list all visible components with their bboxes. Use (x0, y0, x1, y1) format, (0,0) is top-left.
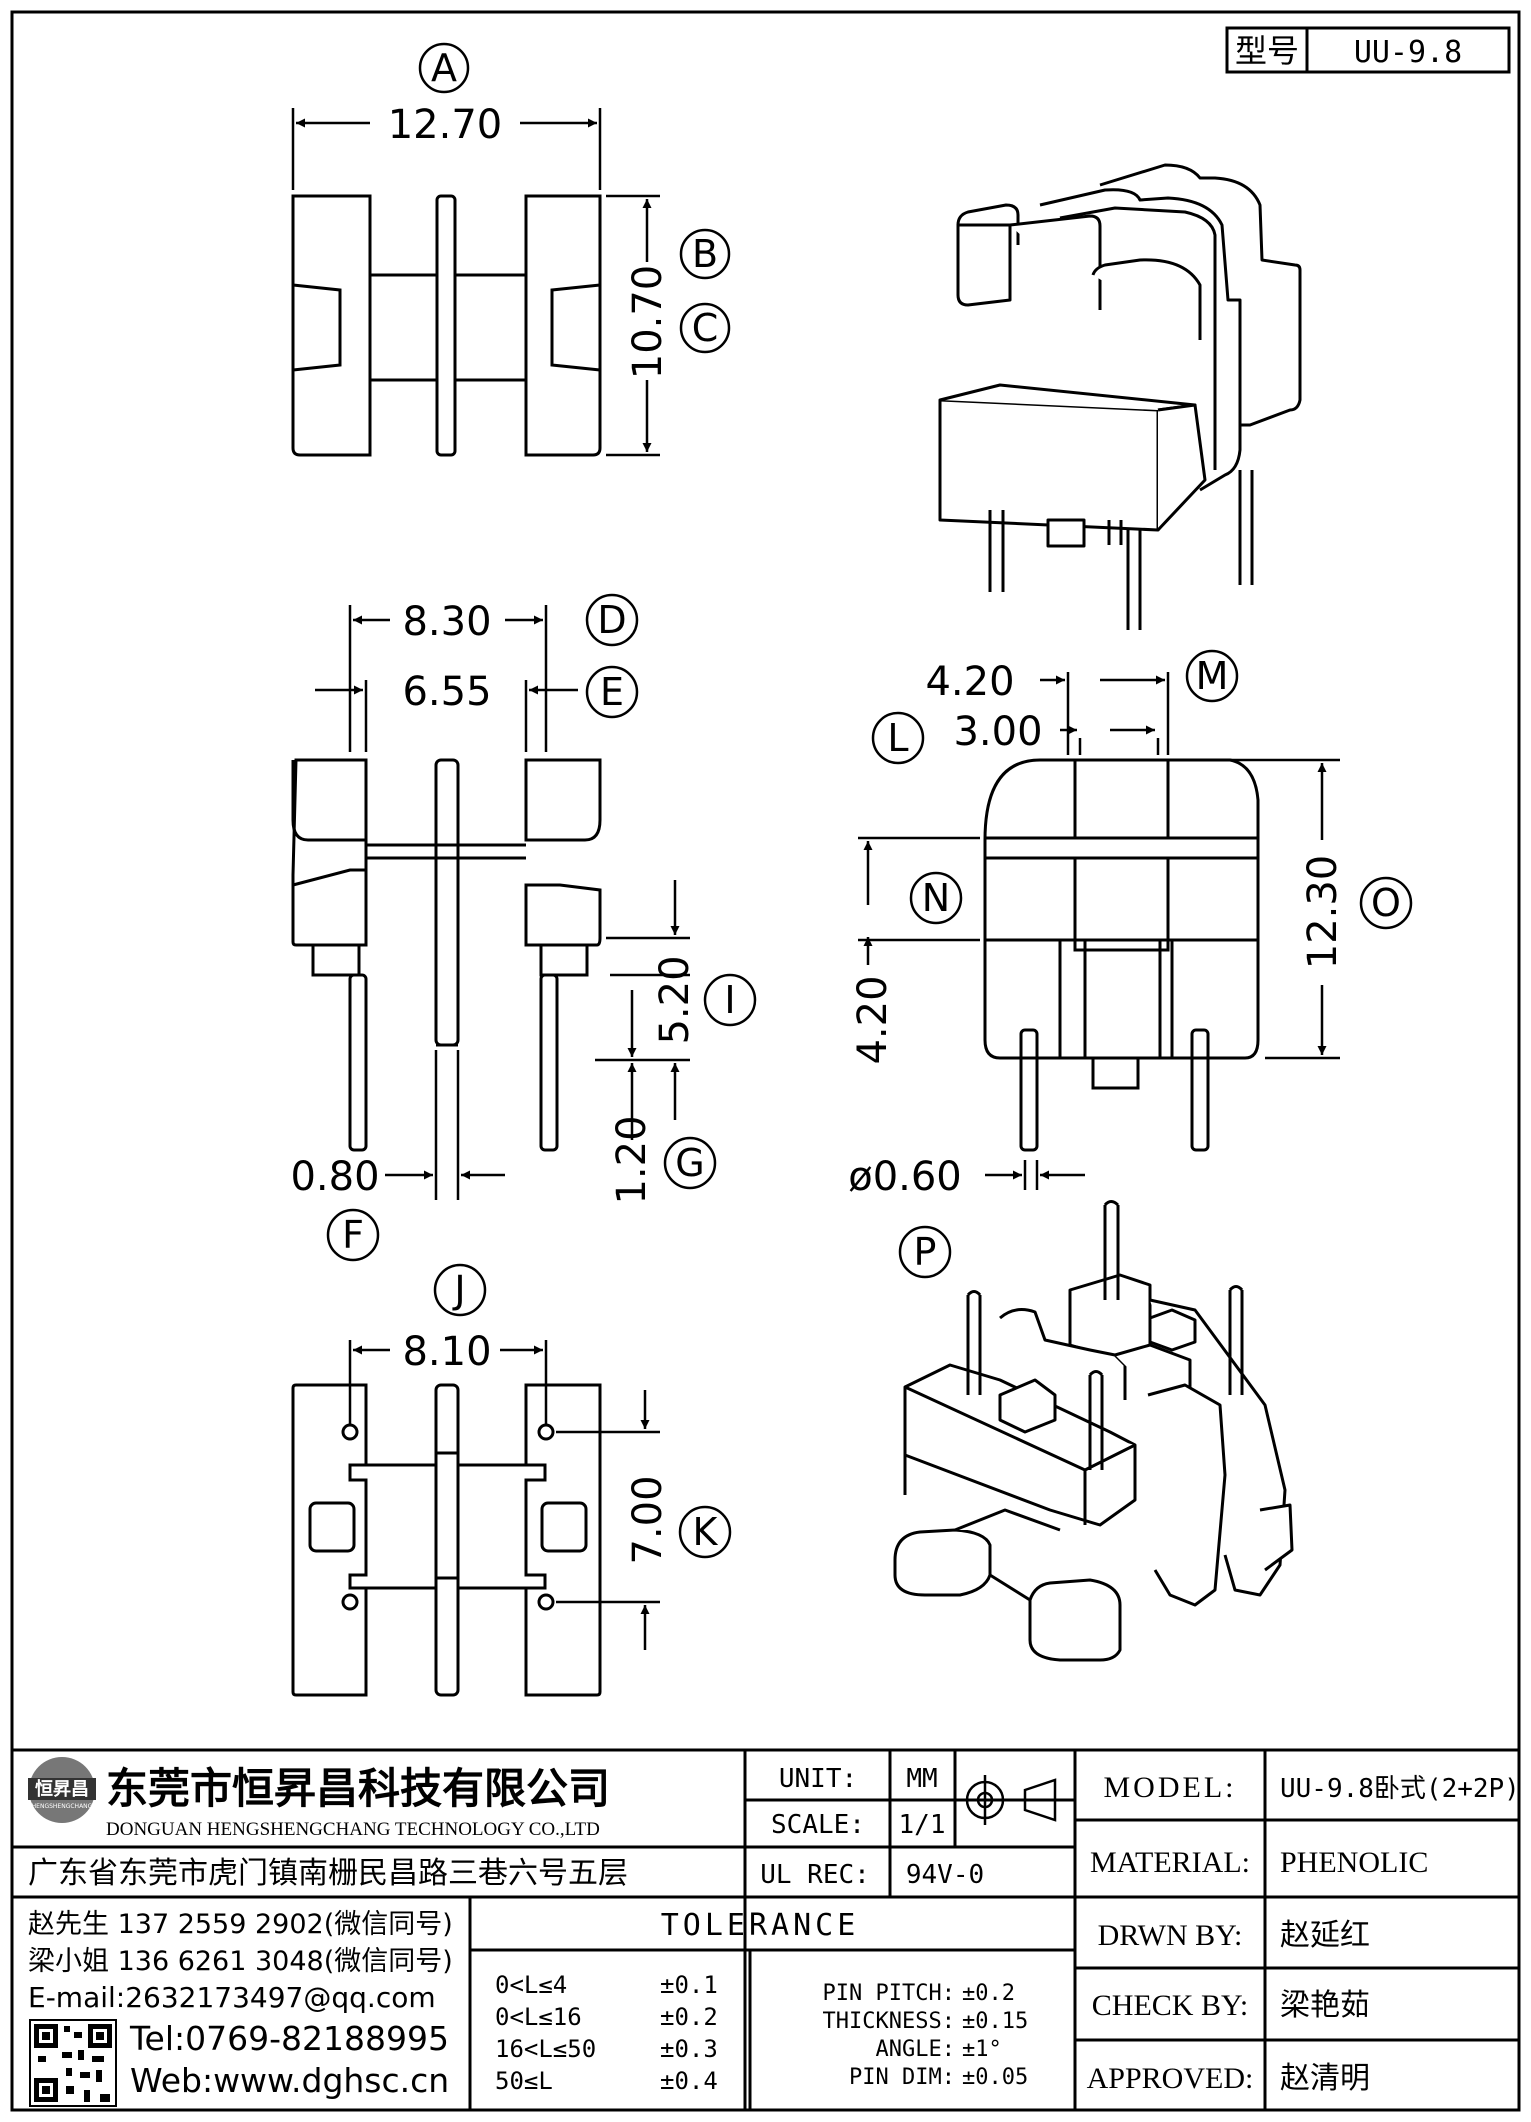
dim-A-value: 12.70 (388, 102, 503, 148)
tb-drawn-value: 赵延红 (1280, 1918, 1370, 1953)
dim-A-letter: A (431, 46, 457, 90)
extra-tol: ±0.2 (962, 1981, 1015, 2006)
tb-check-value: 梁艳茹 (1280, 1988, 1370, 2023)
extra-label: THICKNESS: (823, 2009, 955, 2034)
iso-view-top (938, 163, 1302, 630)
company-email: E-mail:2632173497@qq.com (28, 1981, 436, 2014)
extra-tol: ±0.05 (962, 2065, 1028, 2090)
dim-G-value: 1.20 (609, 1115, 655, 1204)
tb-approved-label: APPROVED: (1087, 2062, 1254, 2095)
dim-B-letter: B (692, 232, 718, 276)
dim-M-value: 4.20 (925, 659, 1014, 705)
tb-check-label: CHECK BY: (1092, 1989, 1248, 2022)
logo-text: 恒昇昌 (35, 1778, 89, 1800)
dim-BC (606, 194, 731, 457)
dim-K-value: 7.00 (625, 1475, 671, 1564)
dim-A (291, 42, 602, 190)
company-web: Web:www.dghsc.cn (130, 2061, 449, 2100)
dim-L-M (871, 649, 1239, 765)
dim-J-letter: J (452, 1268, 465, 1312)
ul-label: UL REC: (760, 1860, 870, 1890)
dim-P (898, 1160, 1085, 1279)
dim-D-value: 8.30 (402, 599, 491, 645)
dim-M-letter: M (1196, 654, 1229, 698)
dim-N-O (858, 758, 1413, 1060)
company-logo: 恒昇昌 HENGSHENGCHANG (28, 1757, 96, 1823)
bottom-view (291, 1383, 602, 1697)
model-header: 型号 UU-9.8 (1225, 26, 1511, 74)
tb-model-value: UU-9.8卧式(2+2P) (1280, 1774, 1520, 1804)
extra-label: ANGLE: (876, 2037, 955, 2062)
tol-value: ±0.2 (660, 2003, 718, 2031)
dim-F (326, 1050, 505, 1262)
unit-value: MM (906, 1764, 937, 1794)
tb-drawn-label: DRWN BY: (1098, 1919, 1243, 1952)
tolerance-extra: PIN PITCH: ±0.2 THICKNESS: ±0.15 ANGLE: … (823, 1981, 1029, 2090)
company-tel: Tel:0769-82188995 (129, 2019, 449, 2058)
tolerance-rows: 0<L≤4 ±0.1 0<L≤16 ±0.2 16<L≤50 ±0.3 50≤L… (495, 1971, 718, 2095)
dim-E-letter: E (600, 670, 624, 714)
tb-approved-value: 赵清明 (1280, 2061, 1370, 2096)
dim-D-letter: D (597, 598, 626, 642)
dim-L-letter: L (887, 716, 908, 760)
dim-P-letter: P (914, 1230, 937, 1274)
dim-K-letter: K (693, 1510, 719, 1554)
dim-C-letter: C (692, 306, 719, 350)
title-block-frame (12, 1748, 1519, 2110)
dim-L-value: 3.00 (953, 709, 1042, 755)
unit-label: UNIT: (779, 1764, 857, 1794)
scale-label: SCALE: (771, 1810, 865, 1840)
logo-sub: HENGSHENGCHANG (32, 1803, 93, 1810)
side-view (291, 758, 602, 1152)
tol-value: ±0.1 (660, 1971, 718, 1999)
dim-J-K (348, 1263, 732, 1650)
dim-N-letter: N (922, 876, 950, 920)
dim-G-letter: G (675, 1141, 704, 1185)
company-name-en: DONGUAN HENGSHENGCHANG TECHNOLOGY CO.,LT… (106, 1819, 600, 1840)
company-address: 广东省东莞市虎门镇南栅民昌路三巷六号五层 (28, 1856, 628, 1891)
qr-code (29, 2019, 117, 2107)
tb-material-value: PHENOLIC (1280, 1846, 1428, 1879)
iso-view-bottom (893, 1200, 1294, 1662)
top-view (291, 194, 602, 457)
projection-symbol-icon (960, 1775, 1065, 1825)
dim-F-letter: F (342, 1213, 364, 1257)
extra-tol: ±0.15 (962, 2009, 1028, 2034)
tb-material-label: MATERIAL: (1090, 1846, 1250, 1879)
tol-value: ±0.3 (660, 2035, 718, 2063)
extra-tol: ±1° (962, 2037, 1002, 2062)
tol-range: 50≤L (495, 2067, 553, 2095)
front-view (983, 758, 1260, 1152)
dim-G-I (595, 880, 757, 1190)
company-name-cn: 东莞市恒昇昌科技有限公司 (106, 1764, 610, 1813)
scale-value: 1/1 (899, 1810, 946, 1840)
dim-C-value: 10.70 (625, 265, 671, 380)
dim-P-value: ø0.60 (848, 1154, 962, 1200)
tol-range: 16<L≤50 (495, 2035, 596, 2063)
contact-2: 梁小姐 136 6261 3048(微信同号) (28, 1946, 453, 1977)
dim-J-value: 8.10 (402, 1329, 491, 1375)
dim-O-letter: O (1371, 881, 1401, 925)
dim-E-value: 6.55 (402, 669, 491, 715)
dim-F-value: 0.80 (290, 1154, 379, 1200)
contact-1: 赵先生 137 2559 2902(微信同号) (28, 1909, 453, 1940)
extra-label: PIN PITCH: (823, 1981, 955, 2006)
sheet-border (10, 10, 1521, 2112)
ul-value: 94V-0 (906, 1860, 984, 1890)
extra-label: PIN DIM: (849, 2065, 955, 2090)
tb-model-label: MODEL: (1104, 1771, 1237, 1804)
dim-D-E (315, 593, 639, 752)
model-header-value: UU-9.8 (1354, 35, 1462, 70)
tol-range: 0<L≤16 (495, 2003, 582, 2031)
dim-O-value: 12.30 (1300, 855, 1346, 970)
dim-I-letter: I (724, 978, 735, 1022)
tolerance-title: TOLERANCE (661, 1908, 860, 1943)
dim-N-value: 4.20 (850, 975, 896, 1064)
tol-value: ±0.4 (660, 2067, 718, 2095)
dim-I-value: 5.20 (652, 955, 698, 1044)
model-header-label: 型号 (1235, 32, 1299, 70)
tol-range: 0<L≤4 (495, 1971, 567, 1999)
